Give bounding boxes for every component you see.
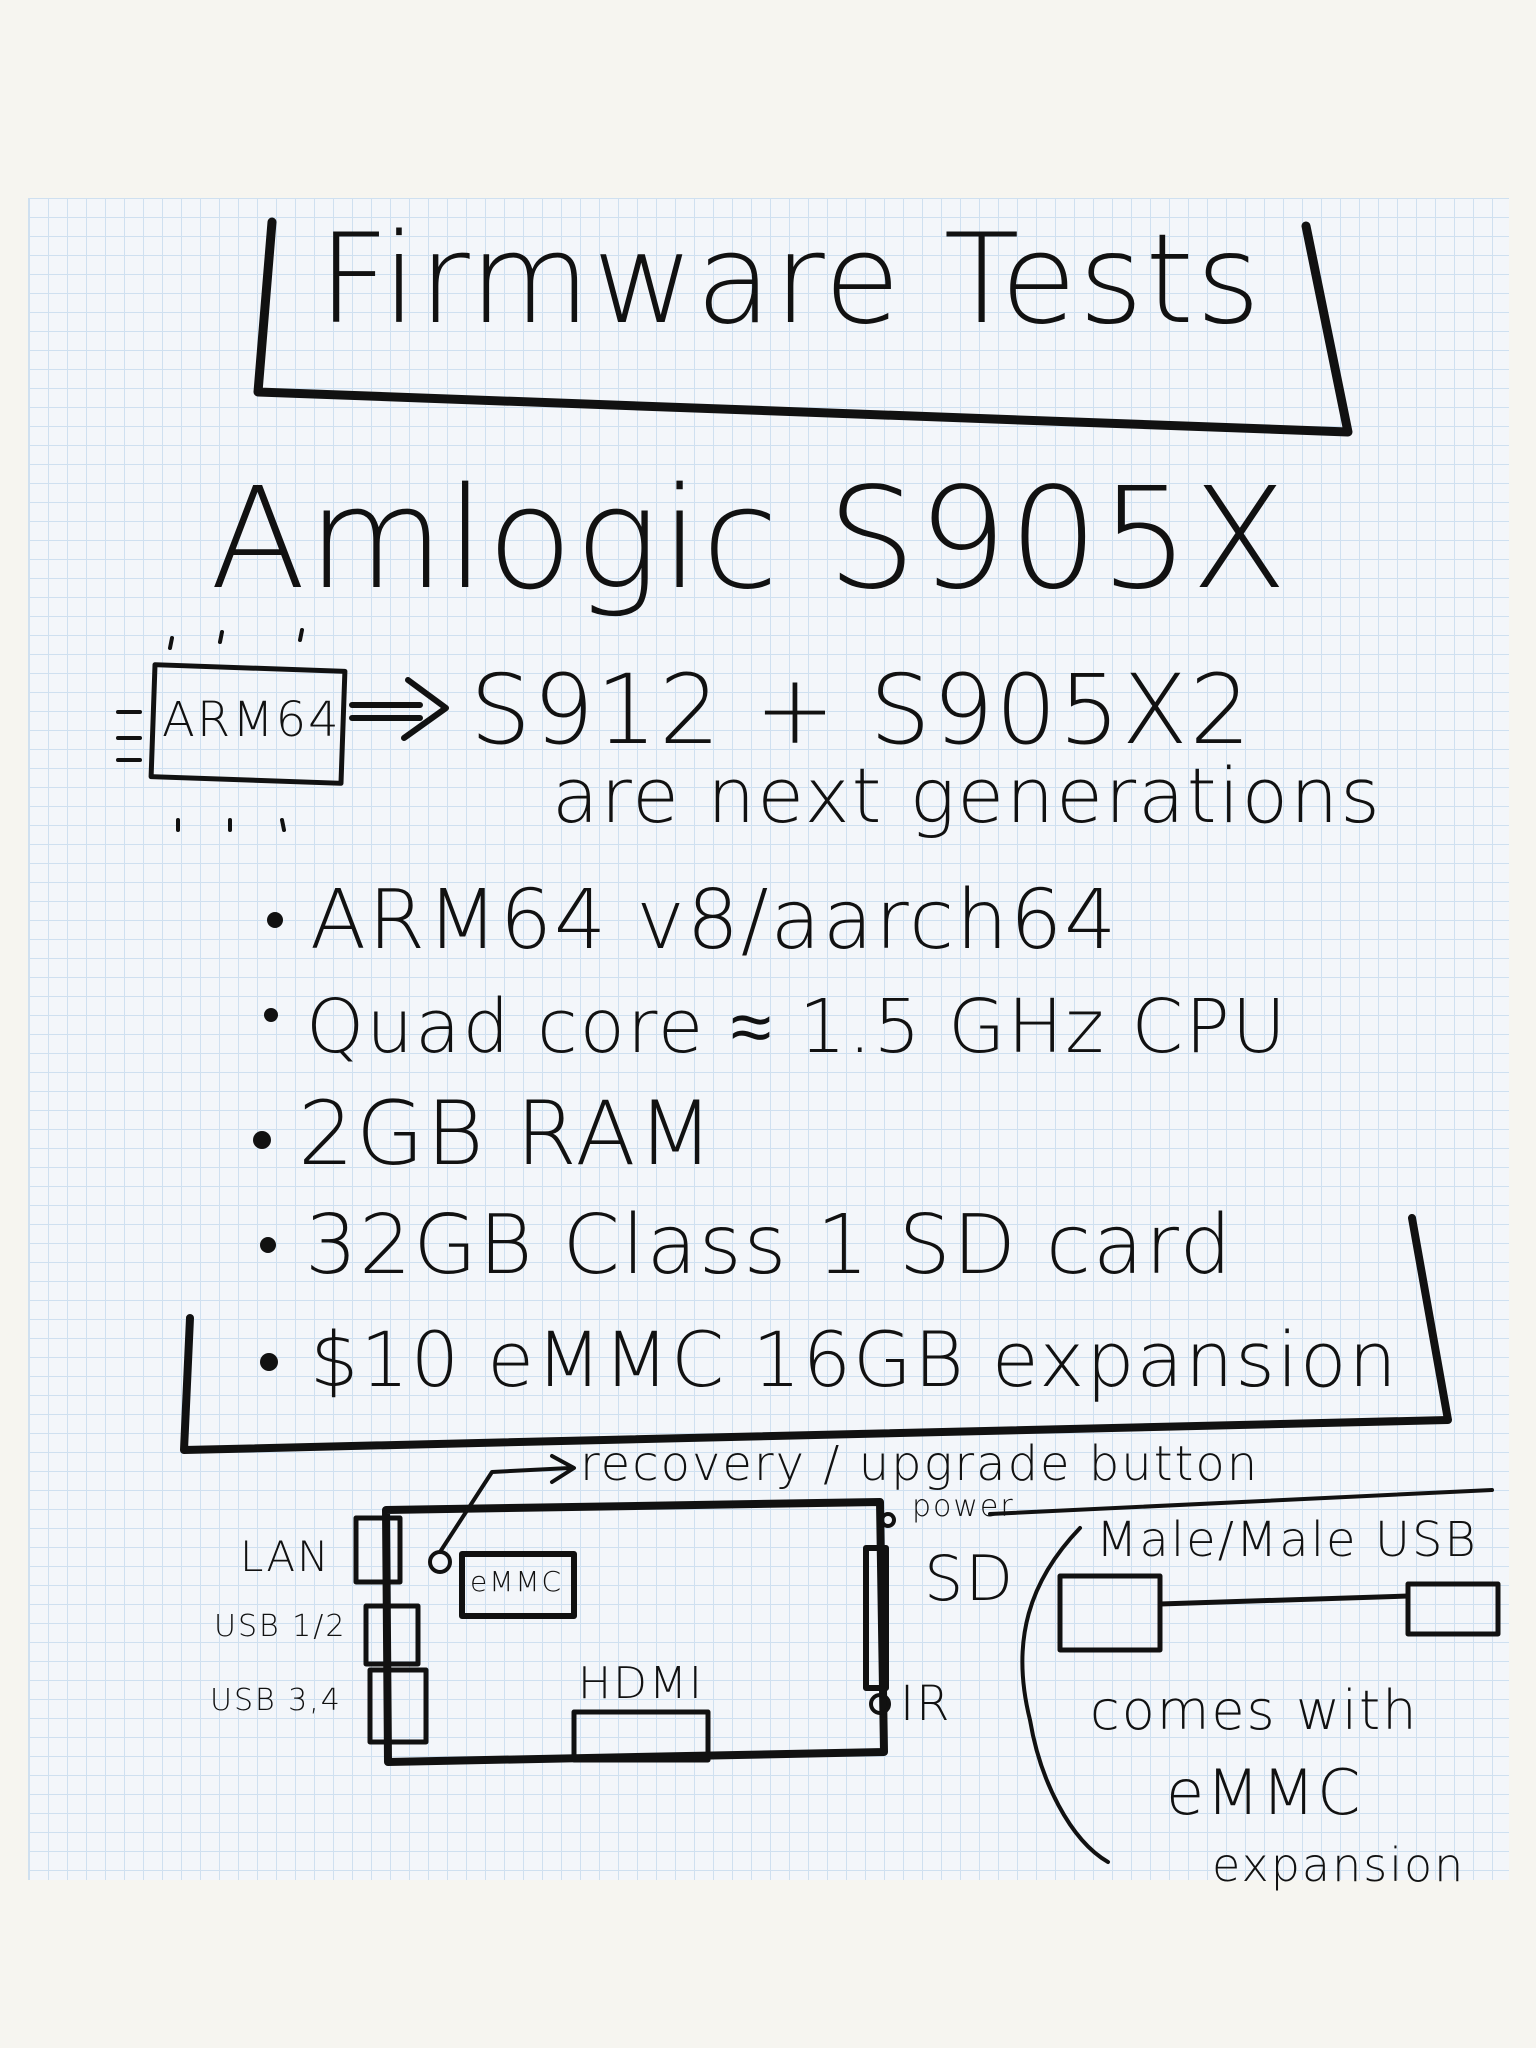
bullet-5 — [260, 1353, 278, 1371]
chip-label: ARM64 — [162, 692, 341, 748]
lan-label: LAN — [240, 1532, 331, 1581]
spec-item: $10 eMMC 16GB expansion — [310, 1315, 1399, 1404]
next-gen-note: are next generations — [552, 751, 1382, 840]
spec-item: Quad core ≈ 1.5 GHz CPU — [306, 984, 1288, 1070]
usb34-label: USB 3,4 — [210, 1683, 342, 1718]
usb34-port — [367, 1667, 429, 1745]
power-button — [880, 1512, 896, 1528]
hdmi-port — [571, 1709, 711, 1763]
cable-divider — [988, 1488, 1494, 1864]
power-label: power — [912, 1489, 1015, 1524]
ir-label: IR — [900, 1676, 952, 1732]
bullet-2 — [264, 1008, 278, 1022]
specs-bracket — [180, 1214, 1452, 1454]
usb12-port — [363, 1603, 421, 1667]
usb-plug-right — [1405, 1581, 1501, 1637]
recovery-arrow — [438, 1454, 576, 1554]
arm-chip — [148, 662, 348, 786]
cable-note: comes with — [1090, 1679, 1419, 1742]
recovery-button — [428, 1550, 452, 1574]
cable-note: expansion — [1212, 1838, 1466, 1892]
recovery-label: recovery / upgrade button — [580, 1436, 1260, 1492]
board-outline — [382, 1498, 888, 1766]
usb-plug-left — [1057, 1573, 1163, 1653]
next-gen-models: S912 + S905X2 — [470, 654, 1253, 766]
page-title: Firmware Tests — [318, 208, 1263, 352]
bullet-4 — [260, 1237, 276, 1253]
spec-item: ARM64 v8/aarch64 — [310, 873, 1119, 968]
emmc-label: eMMC — [470, 1565, 564, 1598]
bullet-1 — [267, 912, 283, 928]
sd-label: SD — [924, 1542, 1016, 1615]
grid-paper — [28, 198, 1509, 1880]
emmc-chip — [459, 1551, 577, 1619]
sd-slot — [863, 1545, 889, 1691]
spec-item: 32GB Class 1 SD card — [305, 1198, 1234, 1293]
title-bracket — [253, 217, 1353, 437]
lan-port — [353, 1515, 403, 1585]
bullet-3 — [253, 1131, 271, 1149]
ir-sensor — [869, 1693, 891, 1715]
cable-note: eMMC — [1166, 1756, 1363, 1829]
chip-pins — [116, 628, 304, 832]
spec-item: 2GB RAM — [298, 1082, 716, 1185]
chip-heading: Amlogic S905X — [210, 458, 1290, 621]
hdmi-label: HDMI — [578, 1658, 704, 1709]
usb-cable-label: Male/Male USB — [1096, 1512, 1478, 1568]
usb-cable — [1157, 1593, 1411, 1607]
usb12-label: USB 1/2 — [214, 1609, 347, 1644]
chip-arrow — [349, 677, 449, 741]
